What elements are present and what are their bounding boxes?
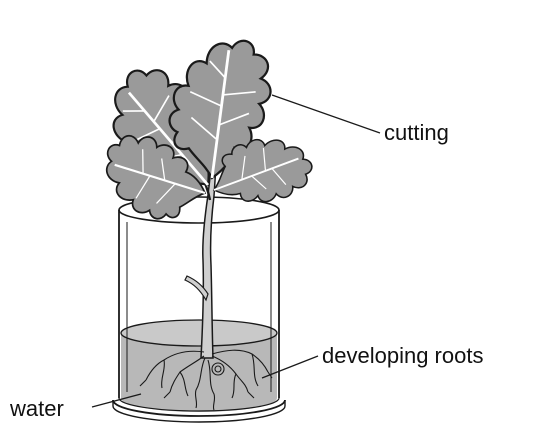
water-label: water xyxy=(10,398,64,420)
water-surface xyxy=(121,320,277,346)
cutting-label: cutting xyxy=(384,122,449,144)
cutting-leader-line xyxy=(272,95,380,133)
developing-roots-label: developing roots xyxy=(322,345,483,367)
beaker xyxy=(113,197,285,422)
